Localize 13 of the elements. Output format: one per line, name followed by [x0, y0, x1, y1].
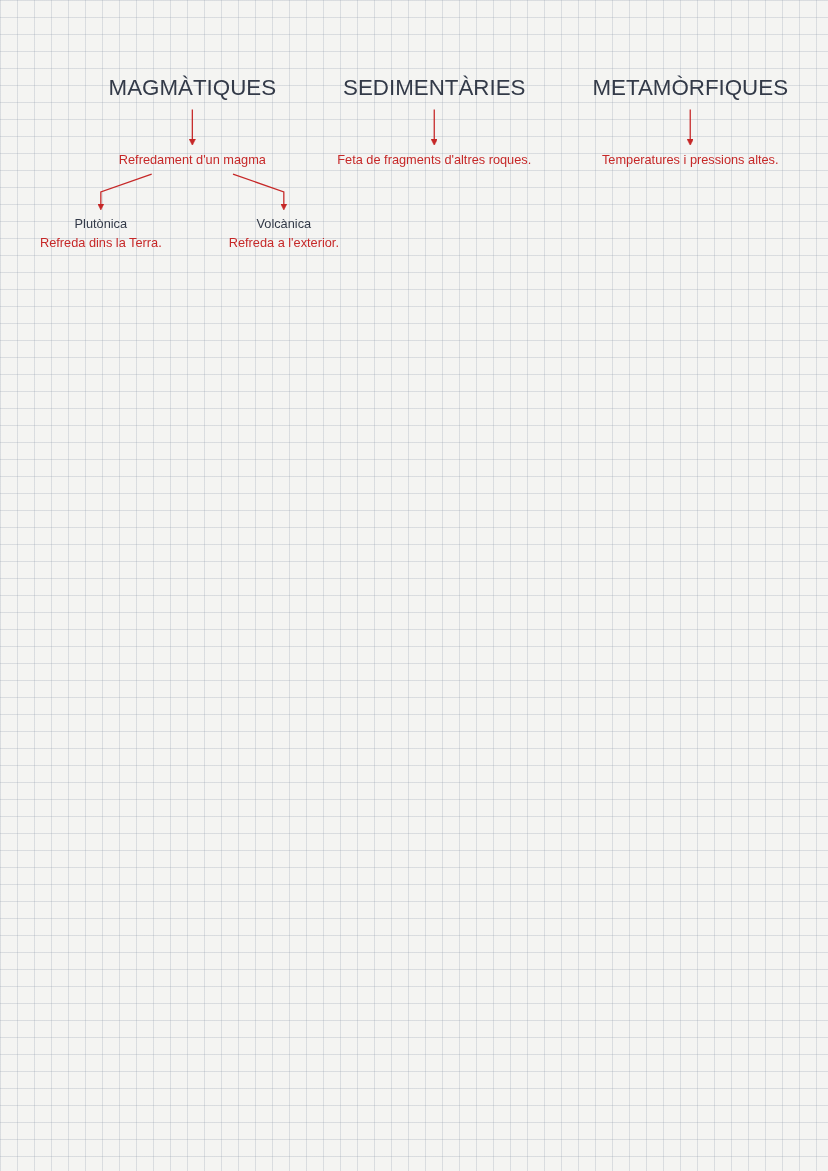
arrow — [430, 108, 438, 146]
node-text: SEDIMENTÀRIES — [343, 75, 526, 100]
node-text: MAGMÀTIQUES — [108, 75, 277, 100]
arrow — [686, 108, 694, 146]
node-text: Temperatures i pressions altes. — [601, 152, 779, 167]
arrow — [188, 108, 196, 146]
node-text: Feta de fragments d'altres roques. — [337, 152, 532, 167]
node-text: Volcànica Refreda a l'exterior. — [228, 217, 339, 250]
node-text: METAMÒRFIQUES — [592, 75, 789, 100]
arrow — [232, 173, 288, 211]
node-text: Refredament d'un magma — [118, 152, 266, 167]
arrow — [97, 173, 153, 211]
node-text: Plutònica Refreda dins la Terra. — [39, 217, 162, 250]
